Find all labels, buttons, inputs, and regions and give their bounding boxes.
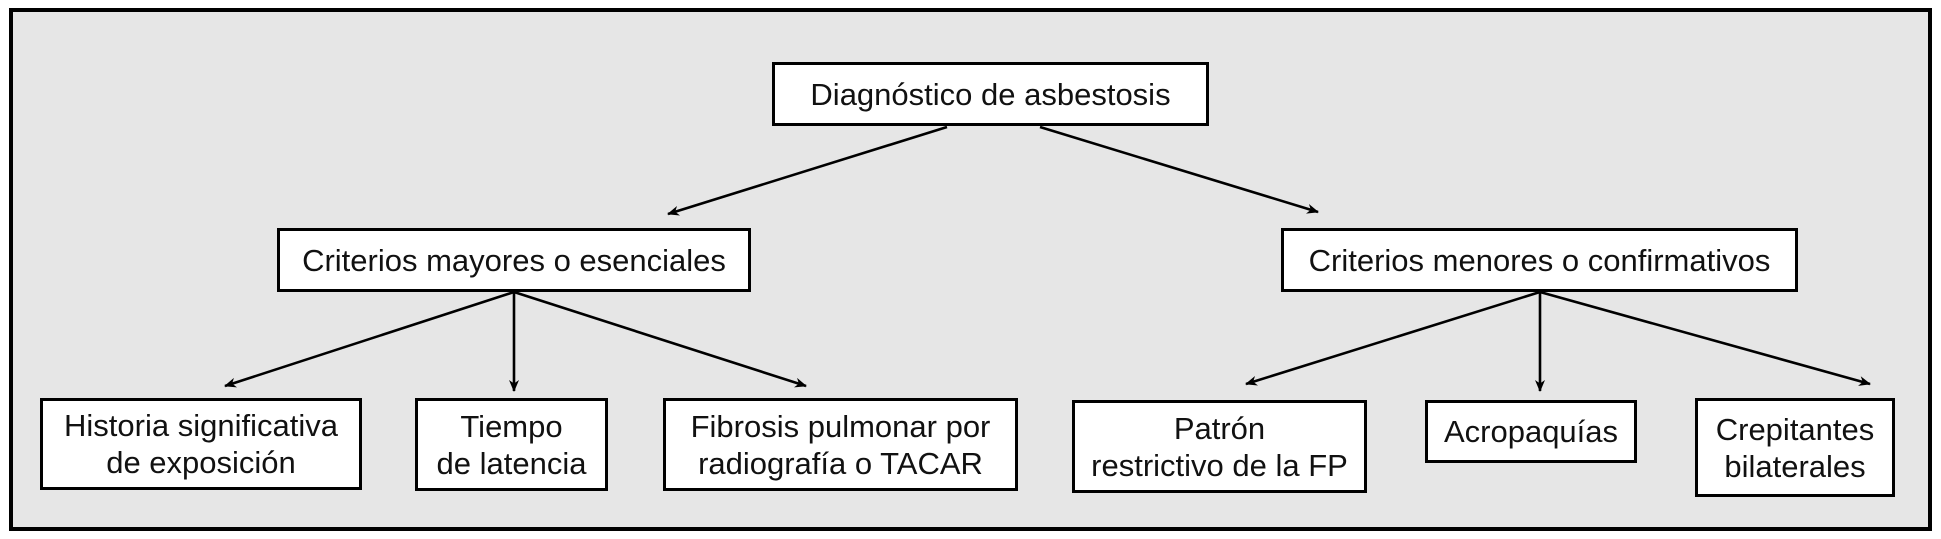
node-label-line1: Crepitantes [1715, 411, 1875, 447]
node-label-line1: Fibrosis pulmonar por [690, 408, 991, 444]
node-label: Acropaquías [1443, 414, 1619, 449]
node-fibrosis-pulmonar: Fibrosis pulmonar por radiografía o TACA… [663, 398, 1018, 491]
node-crepitantes-bilaterales: Crepitantes bilaterales [1695, 398, 1895, 497]
node-label-line1: Tiempo [460, 408, 563, 444]
node-diagnostico: Diagnóstico de asbestosis [772, 62, 1209, 126]
node-criterios-menores: Criterios menores o confirmativos [1281, 228, 1798, 292]
node-patron-restrictivo: Patrón restrictivo de la FP [1072, 400, 1367, 493]
node-label-line2: restrictivo de la FP [1091, 447, 1348, 483]
node-label-line1: Historia significativa [64, 408, 338, 443]
node-historia-exposicion: Historia significativa de exposición [40, 398, 362, 490]
node-label: Diagnóstico de asbestosis [810, 76, 1171, 112]
node-criterios-mayores: Criterios mayores o esenciales [277, 228, 751, 292]
node-label-line2: radiografía o TACAR [698, 445, 983, 481]
node-label-line2: bilaterales [1724, 448, 1866, 484]
node-label: Criterios mayores o esenciales [302, 242, 726, 278]
node-label-line1: Patrón [1173, 410, 1266, 446]
node-label-line2: de latencia [436, 445, 587, 481]
node-tiempo-latencia: Tiempo de latencia [415, 398, 608, 491]
node-label-line2: de exposición [106, 445, 296, 480]
node-label: Criterios menores o confirmativos [1308, 242, 1771, 278]
node-acropaquias: Acropaquías [1425, 400, 1637, 463]
